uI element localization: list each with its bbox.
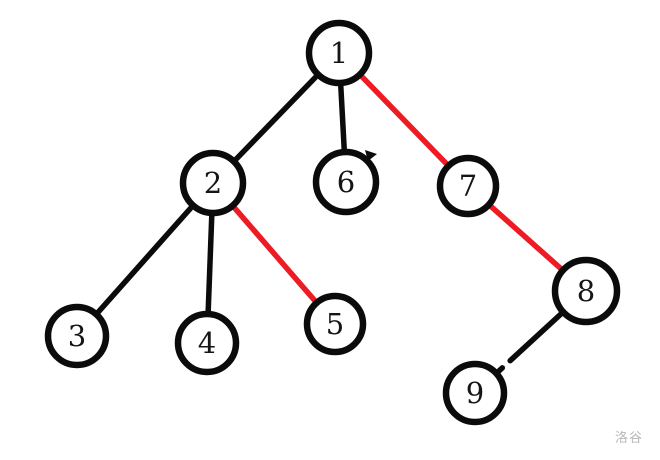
- node-circle-7: [436, 154, 500, 218]
- node-circle-9: [442, 360, 508, 426]
- edge-2-3: [94, 203, 196, 317]
- node-label-3: 3: [68, 319, 86, 353]
- node-circle-4: [174, 310, 240, 376]
- tree-node-3: 3: [44, 303, 110, 369]
- node-circle-6: [312, 148, 380, 216]
- node-circle-5: [303, 292, 367, 356]
- edge-1-2: [231, 72, 321, 164]
- node-label-1: 1: [330, 36, 348, 70]
- node-label-9: 9: [466, 376, 484, 410]
- edge-2-5: [230, 203, 319, 305]
- tree-node-6: 6: [312, 148, 380, 216]
- tree-node-5: 5: [303, 292, 367, 356]
- node-label-5: 5: [326, 307, 344, 341]
- edge-1-7: [357, 72, 451, 168]
- node-label-6: 6: [337, 165, 355, 199]
- tree-node-8: 8: [551, 256, 621, 326]
- node-label-2: 2: [204, 166, 222, 200]
- edge-2-4: [205, 211, 215, 316]
- tree-node-9: 9: [442, 360, 508, 426]
- edge-7-8: [486, 202, 565, 273]
- edge-1-6: [337, 81, 348, 154]
- node-circle-2: [179, 149, 247, 217]
- node-label-8: 8: [577, 274, 595, 308]
- node-circle-8: [551, 256, 621, 326]
- node-label-7: 7: [459, 169, 477, 203]
- tree-node-7: 7: [436, 154, 500, 218]
- node-circle-1: [305, 19, 373, 87]
- tree-node-4: 4: [174, 310, 240, 376]
- edge-8-9: [507, 309, 566, 364]
- tree-node-1: 1: [305, 19, 373, 87]
- node-circle-3: [44, 303, 110, 369]
- node-label-4: 4: [198, 326, 216, 360]
- watermark-text: 洛谷: [614, 431, 643, 446]
- tree-node-2: 2: [179, 149, 247, 217]
